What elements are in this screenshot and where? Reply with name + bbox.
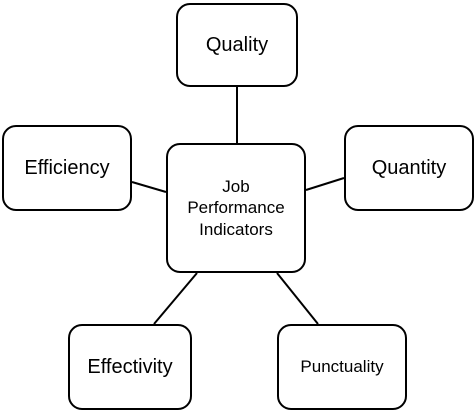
connector-effectivity: [153, 272, 198, 325]
connector-quantity: [305, 177, 345, 191]
punctuality-label: Punctuality: [300, 356, 384, 376]
quality-node: Quality: [176, 3, 298, 87]
effectivity-label: Effectivity: [87, 356, 173, 378]
connector-efficiency: [131, 181, 167, 193]
punctuality-node: Punctuality: [277, 324, 407, 410]
efficiency-node: Efficiency: [2, 125, 132, 211]
quantity-label: Quantity: [371, 157, 447, 179]
center-label: Job Performance Indicators: [187, 177, 285, 239]
job-performance-indicators-node: Job Performance Indicators: [166, 143, 306, 273]
effectivity-node: Effectivity: [68, 324, 192, 410]
connector-punctuality: [276, 272, 319, 325]
efficiency-label: Efficiency: [24, 157, 110, 179]
quality-label: Quality: [205, 34, 269, 56]
quantity-node: Quantity: [344, 125, 474, 211]
